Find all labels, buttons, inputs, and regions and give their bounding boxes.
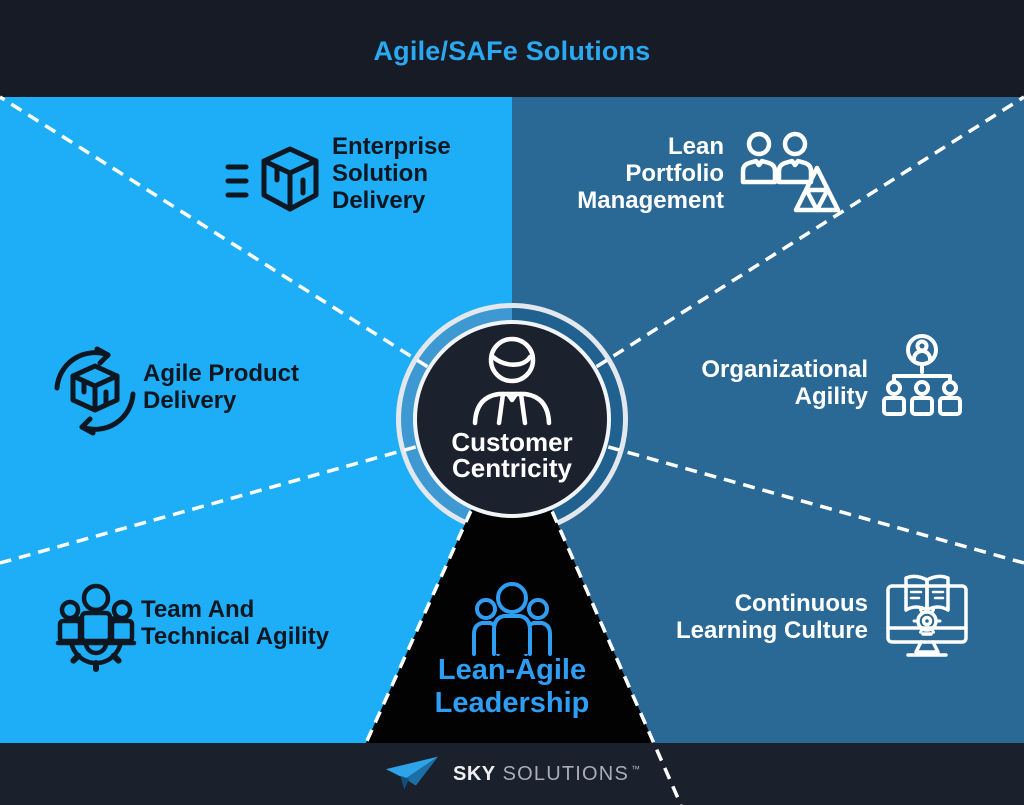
segment-label-team-and-technical-agility: Team And Technical Agility bbox=[141, 596, 329, 650]
trademark-symbol: ™ bbox=[631, 763, 640, 774]
label-line: Solution bbox=[332, 160, 428, 187]
leadership-people-icon bbox=[472, 582, 552, 656]
footer-bar: SKY SOLUTIONS ™ bbox=[0, 743, 1024, 805]
org-chart-icon bbox=[882, 334, 962, 416]
team-gear-icon bbox=[55, 583, 137, 672]
label-line: Portfolio bbox=[625, 160, 724, 187]
brand-primary: SKY bbox=[452, 762, 496, 785]
package-cycle-icon bbox=[54, 346, 136, 436]
label-line: Lean-Agile bbox=[437, 654, 587, 686]
center-disc bbox=[417, 324, 607, 514]
brand-secondary: SOLUTIONS bbox=[502, 762, 629, 785]
header-bar: Agile/SAFe Solutions bbox=[0, 0, 1024, 97]
delivery-box-icon bbox=[225, 146, 319, 212]
label-line: Learning Culture bbox=[675, 617, 868, 644]
learning-monitor-icon bbox=[886, 574, 968, 657]
segment-label-enterprise-solution-delivery: Enterprise Solution Delivery bbox=[332, 133, 451, 214]
page-title: Agile/SAFe Solutions bbox=[373, 36, 651, 66]
label-line: Agile Product bbox=[143, 360, 300, 387]
segment-label-lean-agile-leadership: Lean-Agile Leadership bbox=[362, 654, 662, 720]
paper-plane-logo bbox=[385, 756, 439, 790]
customer-person-icon bbox=[472, 336, 552, 426]
center-title: Customer Centricity bbox=[402, 429, 622, 481]
label-line: Enterprise bbox=[332, 133, 451, 160]
center-title-line: Centricity bbox=[452, 453, 572, 483]
label-line: Organizational bbox=[701, 356, 868, 383]
segment-label-agile-product-delivery: Agile Product Delivery bbox=[143, 360, 299, 414]
label-line: Delivery bbox=[332, 187, 426, 214]
footer-band bbox=[0, 743, 1024, 805]
segment-label-organizational-agility: Organizational Agility bbox=[701, 356, 868, 410]
label-line: Leadership bbox=[434, 687, 590, 719]
label-line: Technical Agility bbox=[141, 623, 330, 650]
label-line: Continuous bbox=[734, 590, 868, 617]
leadership-wedge bbox=[366, 420, 654, 743]
label-line: Delivery bbox=[143, 387, 237, 414]
segment-label-lean-portfolio-management: Lean Portfolio Management bbox=[577, 133, 724, 214]
brand-wordmark: SKY SOLUTIONS ™ bbox=[453, 763, 640, 786]
segment-label-continuous-learning-culture: Continuous Learning Culture bbox=[676, 590, 868, 644]
label-line: Agility bbox=[794, 383, 868, 410]
label-line: Management bbox=[577, 187, 724, 214]
center-title-line: Customer bbox=[451, 427, 573, 457]
people-pyramid-icon bbox=[740, 131, 841, 213]
label-line: Team And bbox=[141, 596, 255, 623]
divider-dashed-line bbox=[511, 95, 1024, 422]
label-line: Lean bbox=[667, 133, 724, 160]
divider-dashed-line bbox=[0, 95, 513, 422]
